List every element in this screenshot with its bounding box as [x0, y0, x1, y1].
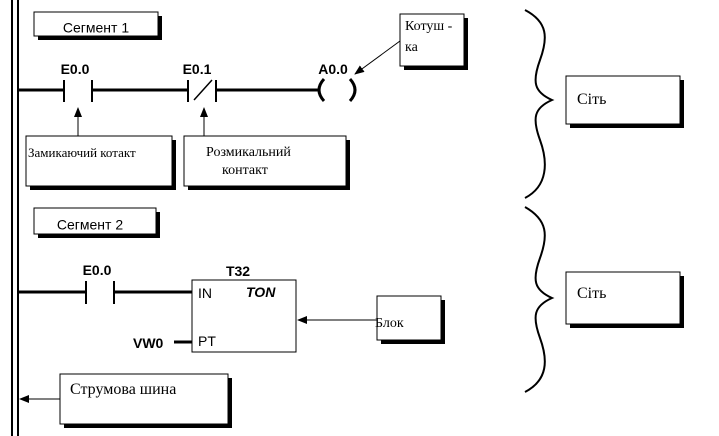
network-1-box: Сіть	[565, 75, 684, 128]
timer-in-pin: IN	[198, 285, 212, 301]
block-callout: Блок	[297, 295, 445, 344]
coil-right-arc	[348, 77, 357, 103]
contact-e01-label: E0.1	[183, 61, 212, 77]
segment-2-box: Сегмент 2	[33, 207, 160, 238]
network-2-box: Сіть	[565, 271, 684, 328]
coil-a00-label: A0.0	[318, 61, 348, 77]
network-1-label: Сіть	[577, 91, 606, 108]
power-rail-callout-text: Струмова шина	[70, 381, 176, 398]
contact-e00-2-label: E0.0	[83, 262, 112, 278]
brace-network-2	[524, 206, 555, 393]
timer-type: TON	[246, 284, 276, 300]
power-rail-callout: Струмова шина	[19, 373, 232, 428]
timer-pt-pin: PT	[198, 333, 216, 349]
coil-callout-line2: ка	[405, 40, 419, 55]
nc-contact-callout-line2: контакт	[222, 163, 268, 178]
coil-callout-arrow	[354, 40, 401, 75]
rung-2: E0.0	[18, 262, 192, 304]
coil-left-arc	[317, 77, 326, 103]
nc-contact-callout-line1: Розмикальний	[206, 145, 291, 160]
no-contact-callout-text: Замикаючий котакт	[28, 145, 136, 160]
coil-callout: Котуш - ка	[354, 13, 468, 75]
network-2-label: Сіть	[577, 285, 606, 302]
segment-1-label: Сегмент 1	[63, 20, 129, 36]
nc-contact-callout: Розмикальний контакт	[183, 107, 350, 190]
timer-block: T32 TON IN PT VW0	[133, 263, 297, 353]
coil-callout-line1: Котуш -	[405, 19, 453, 34]
block-callout-text: Блок	[375, 316, 404, 331]
segment-2-label: Сегмент 2	[57, 217, 123, 233]
contact-e00-label: E0.0	[61, 61, 90, 77]
no-contact-callout: Замикаючий котакт	[25, 107, 176, 190]
segment-1-box: Сегмент 1	[33, 11, 162, 40]
nc-contact-slash	[193, 79, 213, 101]
timer-name: T32	[226, 263, 250, 279]
timer-preset-label: VW0	[133, 335, 164, 351]
rung-1: E0.0 E0.1 A0.0	[18, 61, 357, 103]
brace-network-1	[524, 9, 555, 199]
